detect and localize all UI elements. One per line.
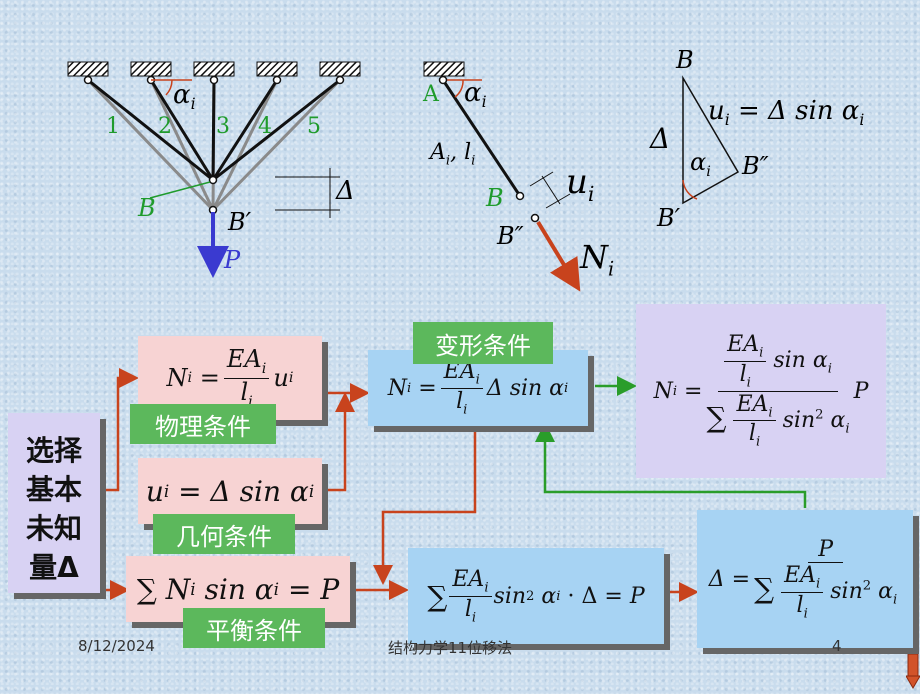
- member-label-5: 5: [307, 114, 321, 139]
- support-A: [423, 61, 465, 77]
- point-B1-label-1: B′: [228, 208, 252, 236]
- tri-B-label: B: [676, 46, 694, 74]
- member-label-4: 4: [258, 114, 272, 139]
- geometric-condition-label: 几何条件: [153, 514, 295, 554]
- physical-condition-label: 物理条件: [130, 404, 276, 444]
- force-label: Ni: [580, 238, 615, 281]
- footer-date: 8/12/2024: [78, 637, 155, 655]
- footer-title: 结构力学11位移法: [388, 639, 513, 657]
- point-B-label-2: B: [486, 184, 504, 212]
- choose-line-2: 基本: [25, 473, 82, 506]
- choose-line-4: 量Δ: [29, 551, 79, 584]
- triangle: [682, 75, 740, 205]
- angle-arc: [165, 79, 173, 96]
- member-property-label: Ai, li: [430, 140, 476, 169]
- choose-line-1: 选择: [25, 434, 82, 467]
- delta-label-1: Δ: [336, 176, 355, 206]
- member-label-1: 1: [106, 114, 120, 139]
- supports: [67, 61, 361, 77]
- footer-page-number: 4: [832, 637, 842, 655]
- B-pointer-line: [149, 181, 211, 199]
- force-arrow: [536, 220, 581, 292]
- truss-diagrams: [67, 61, 740, 292]
- tri-angle-label: αi: [690, 148, 711, 180]
- original-bars: [87, 78, 341, 182]
- tri-B2-label: B″: [742, 152, 769, 180]
- load-label: P: [224, 246, 241, 274]
- flow-arrows: [102, 368, 807, 602]
- tri-delta-label: Δ: [650, 122, 671, 155]
- member-label-3: 3: [216, 114, 230, 139]
- choose-unknown-box: 选择 基本 未知 量Δ: [8, 413, 100, 593]
- tri-equation: ui = Δ sin αi: [708, 96, 865, 130]
- next-slide-arrow-icon[interactable]: [905, 653, 920, 690]
- deformation-condition-label: 变形条件: [413, 322, 553, 364]
- delta-dimension: [275, 168, 340, 218]
- bar-AB: [441, 79, 522, 197]
- displacement-label: ui: [566, 162, 595, 206]
- u-dimension: [529, 171, 571, 209]
- angle-label-1: αi: [173, 80, 196, 114]
- angle-label-2: αi: [464, 78, 487, 112]
- tri-B1-label: B′: [657, 204, 681, 232]
- member-label-2: 2: [158, 114, 172, 139]
- equilibrium-condition-label: 平衡条件: [183, 608, 325, 648]
- point-B2-label-2: B″: [497, 222, 524, 250]
- point-B-label-1: B: [138, 194, 156, 222]
- choose-line-3: 未知: [25, 512, 82, 545]
- point-A-label: A: [423, 82, 439, 107]
